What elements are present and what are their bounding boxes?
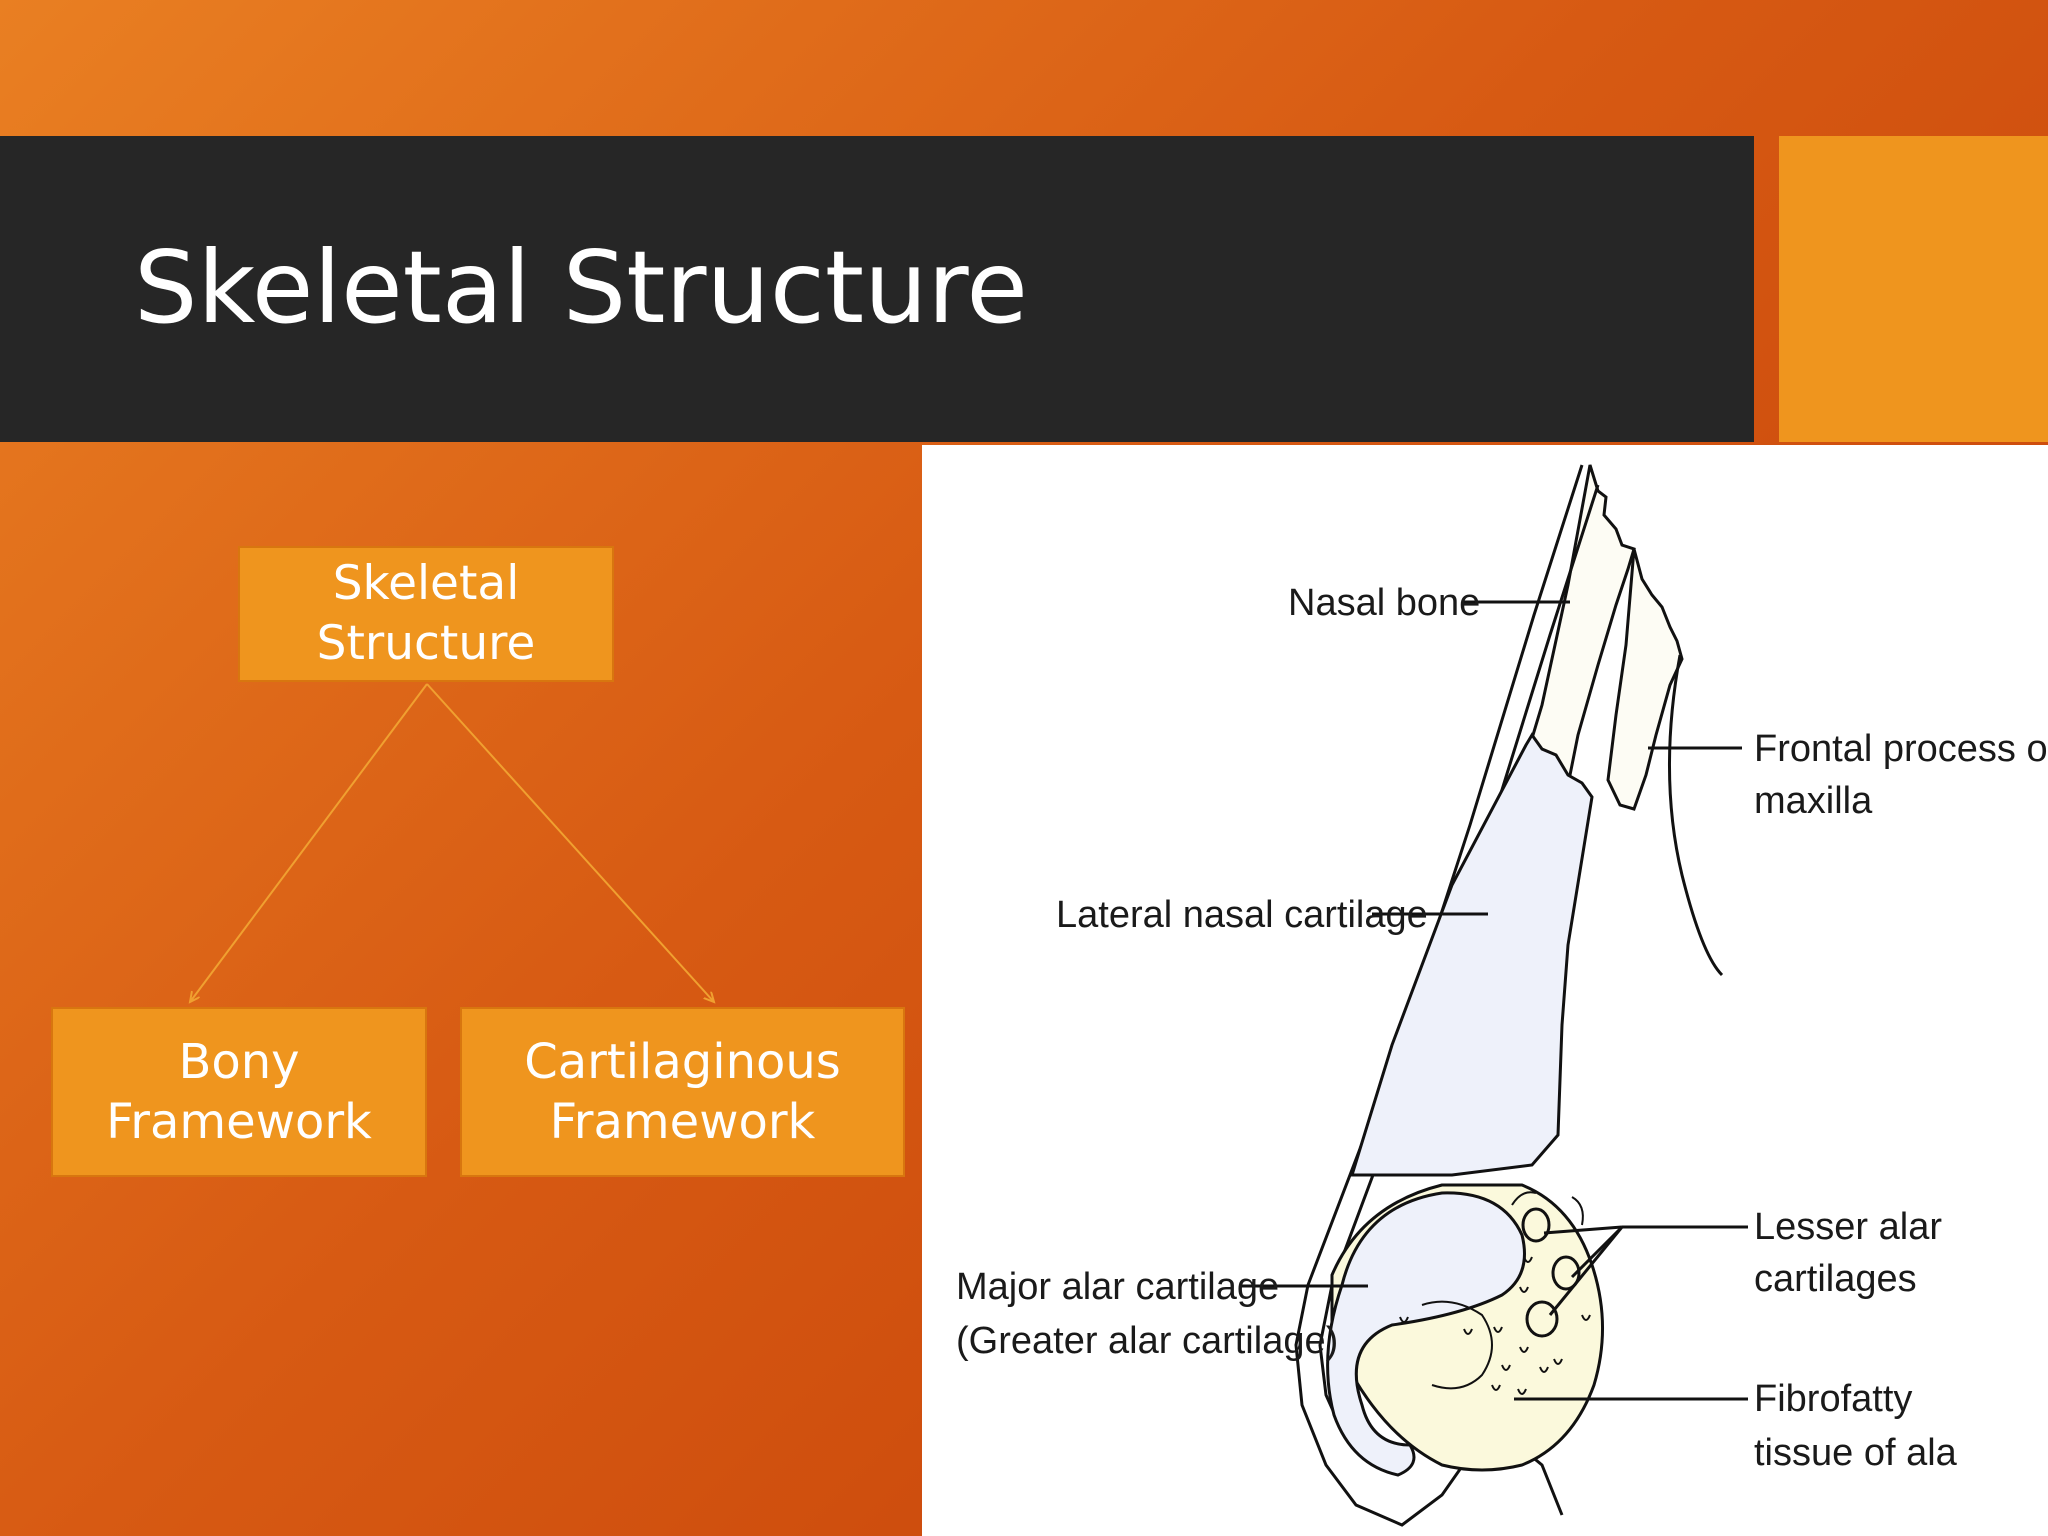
- node-bony-framework: Bony Framework: [51, 1007, 427, 1177]
- fat-specks: [1399, 1256, 1591, 1395]
- label-lesser-alar-line1: Lesser alar: [1754, 1206, 1942, 1248]
- lesser-alar-arc-2: [1571, 1196, 1584, 1226]
- lesser-alar-cartilage-3: [1525, 1300, 1559, 1338]
- node-skeletal-structure-label: Skeletal Structure: [316, 556, 536, 671]
- label-frontal-process-line2: maxilla: [1754, 780, 1873, 822]
- label-nasal-bone: Nasal bone: [1288, 582, 1480, 624]
- node-cartilaginous-framework-label: Cartilaginous Framework: [524, 1034, 841, 1150]
- lesser-alar-cartilage-2: [1551, 1255, 1581, 1291]
- lateral-nasal-cartilage-shape: [1349, 732, 1594, 1177]
- leader-lesser-alar-1: [1543, 1225, 1623, 1235]
- connector-to-bony: [190, 683, 428, 1002]
- nostril-curve: [1421, 1300, 1493, 1390]
- node-bony-framework-label: Bony Framework: [106, 1034, 372, 1150]
- lesser-alar-cartilage-1: [1521, 1207, 1551, 1243]
- leader-lines: [1242, 600, 1748, 1401]
- major-alar-cartilage-shape: [1326, 1191, 1526, 1477]
- label-lesser-alar-line2: cartilages: [1754, 1258, 1917, 1300]
- leader-lesser-alar-3: [1548, 1226, 1624, 1316]
- label-major-alar-line1: Major alar cartilage: [956, 1266, 1279, 1308]
- accent-square: [1779, 136, 2048, 442]
- nose-anatomy-figure: Nasal bone Frontal process of maxilla La…: [922, 445, 2048, 1536]
- label-frontal-process-line1: Frontal process of: [1754, 728, 2048, 770]
- frontal-process-shape: [1606, 548, 1684, 811]
- hierarchy-connectors: [0, 683, 922, 1536]
- label-major-alar-line2: (Greater alar cartilage): [956, 1320, 1338, 1362]
- slide-title: Skeletal Structure: [134, 229, 1028, 346]
- label-lateral-nasal-cartilage: Lateral nasal cartilage: [1056, 894, 1428, 936]
- node-skeletal-structure: Skeletal Structure: [238, 546, 614, 682]
- frontal-process-curve: [1667, 654, 1724, 977]
- label-fibrofatty-line1: Fibrofatty: [1754, 1378, 1912, 1420]
- connector-to-cartilaginous: [426, 683, 714, 1002]
- lesser-alar-arc: [1511, 1191, 1537, 1206]
- node-cartilaginous-framework: Cartilaginous Framework: [460, 1007, 905, 1177]
- label-fibrofatty-line2: tissue of ala: [1754, 1432, 1958, 1474]
- title-bar: Skeletal Structure: [0, 136, 1754, 442]
